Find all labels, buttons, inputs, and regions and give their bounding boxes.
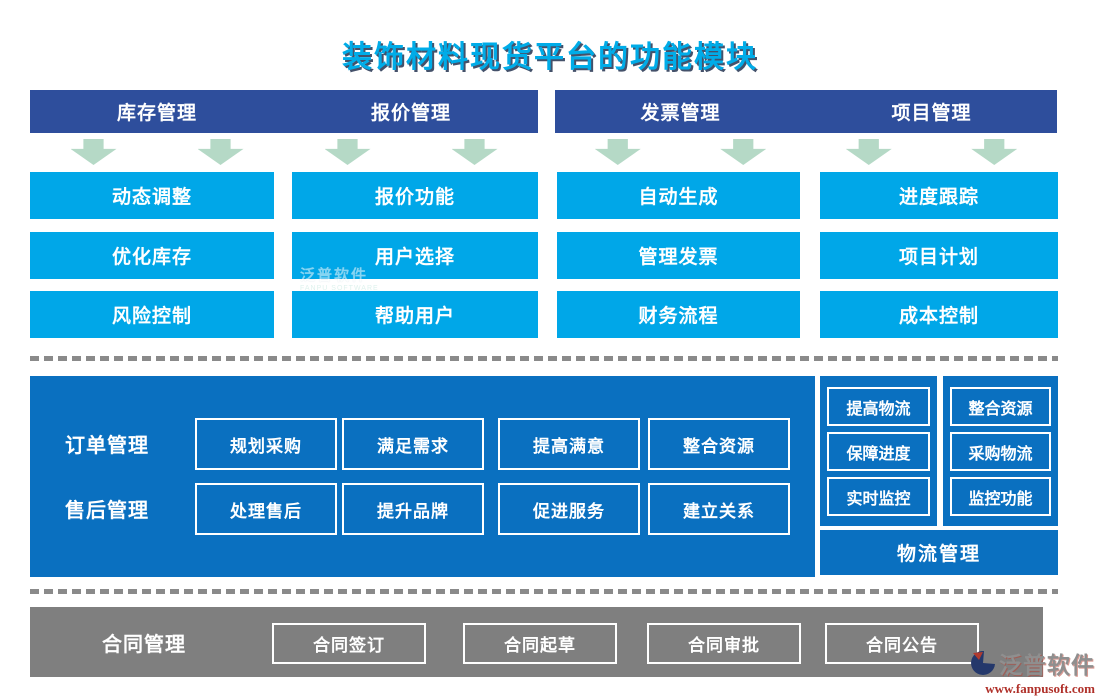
- logistics-item-box: 保障进度: [827, 432, 930, 471]
- logistics-management-bar: 物流管理: [820, 530, 1058, 575]
- module-box: 成本控制: [820, 291, 1058, 338]
- logistics-panel-left: 提高物流 保障进度 实时监控: [820, 376, 937, 526]
- order-aftersales-panel: 订单管理 售后管理 规划采购 满足需求 提高满意 整合资源 处理售后 提升品牌 …: [30, 376, 815, 577]
- module-box: 报价功能: [292, 172, 538, 219]
- module-box: 风险控制: [30, 291, 274, 338]
- header-quotation: 报价管理: [370, 103, 451, 124]
- page-title: 装饰材料现货平台的功能模块: [342, 41, 758, 74]
- contract-item-box: 合同公告: [825, 623, 979, 664]
- dashed-divider: [30, 356, 1058, 361]
- order-item-box: 满足需求: [342, 418, 484, 470]
- down-arrow-icon: [197, 139, 244, 165]
- down-arrow-icon: [451, 139, 498, 165]
- logistics-panel-right: 整合资源 采购物流 监控功能: [943, 376, 1058, 526]
- down-arrow-icon: [324, 139, 371, 165]
- order-item-box: 整合资源: [648, 418, 790, 470]
- down-arrow-icon: [70, 139, 117, 165]
- contract-item-box: 合同起草: [463, 623, 617, 664]
- module-box: 优化库存: [30, 232, 274, 279]
- contract-panel: 合同管理 合同签订 合同起草 合同审批 合同公告: [30, 607, 1043, 677]
- header-invoice: 发票管理: [640, 103, 721, 124]
- module-box: 财务流程: [557, 291, 800, 338]
- logistics-item-box: 整合资源: [950, 387, 1051, 426]
- order-management-label: 订单管理: [65, 434, 149, 457]
- arrow-row-left: [30, 139, 538, 166]
- header-bar-right: 发票管理 项目管理: [555, 90, 1057, 133]
- logistics-item-box: 实时监控: [827, 477, 930, 516]
- arrow-row-right: [555, 139, 1057, 166]
- fanpu-logo-name: 泛普软件: [999, 652, 1095, 678]
- contract-management-label: 合同管理: [102, 633, 186, 656]
- aftersales-item-box: 促进服务: [498, 483, 640, 535]
- aftersales-item-box: 建立关系: [648, 483, 790, 535]
- module-box: 用户选择: [292, 232, 538, 279]
- aftersales-item-box: 提升品牌: [342, 483, 484, 535]
- logistics-item-box: 提高物流: [827, 387, 930, 426]
- module-box: 进度跟踪: [820, 172, 1058, 219]
- aftersales-item-box: 处理售后: [195, 483, 337, 535]
- contract-item-box: 合同审批: [647, 623, 801, 664]
- module-box: 管理发票: [557, 232, 800, 279]
- header-inventory: 库存管理: [116, 103, 197, 124]
- fanpu-logo: 泛普软件 www.fanpusoft.com: [963, 646, 1095, 697]
- dashed-divider: [30, 589, 1058, 594]
- fanpu-logo-url: www.fanpusoft.com: [985, 681, 1095, 696]
- order-item-box: 规划采购: [195, 418, 337, 470]
- module-box: 动态调整: [30, 172, 274, 219]
- header-bar-left: 库存管理 报价管理: [30, 90, 538, 133]
- aftersales-management-label: 售后管理: [65, 499, 149, 522]
- logistics-item-box: 采购物流: [950, 432, 1051, 471]
- module-box: 自动生成: [557, 172, 800, 219]
- contract-item-box: 合同签订: [272, 623, 426, 664]
- module-box: 项目计划: [820, 232, 1058, 279]
- fanpu-logo-icon: [971, 650, 995, 675]
- order-item-box: 提高满意: [498, 418, 640, 470]
- down-arrow-icon: [971, 139, 1018, 165]
- module-box: 帮助用户: [292, 291, 538, 338]
- down-arrow-icon: [720, 139, 767, 165]
- logistics-item-box: 监控功能: [950, 477, 1051, 516]
- down-arrow-icon: [594, 139, 641, 165]
- down-arrow-icon: [845, 139, 892, 165]
- header-project: 项目管理: [891, 103, 972, 124]
